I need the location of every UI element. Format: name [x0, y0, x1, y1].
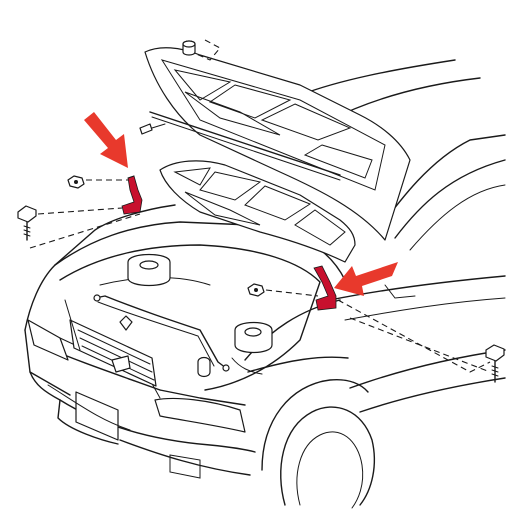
dash-bolt-right	[337, 299, 491, 373]
dash-bolt-left-upper	[37, 207, 123, 215]
hinge-bolt-left	[17, 205, 37, 241]
car-body	[24, 59, 506, 509]
dash-nut-right	[265, 289, 319, 297]
dash-bolt-right-lower	[349, 317, 491, 373]
hood-cushion	[182, 39, 221, 61]
hinge-nut-right	[247, 283, 265, 297]
dash-bolt-left-lower	[29, 213, 141, 249]
pointer-arrow-left	[84, 112, 128, 168]
hinge-bolt-right	[485, 344, 505, 383]
hood-hinge-left	[121, 175, 143, 215]
pointer-arrow-right	[334, 262, 398, 296]
hood-stay-rod	[93, 294, 230, 372]
hood-inner-frame	[173, 69, 373, 179]
hood-insulator	[159, 160, 356, 263]
hinge-nut-left	[67, 175, 85, 189]
hood	[139, 47, 411, 241]
hood-hinge-right	[313, 265, 337, 311]
